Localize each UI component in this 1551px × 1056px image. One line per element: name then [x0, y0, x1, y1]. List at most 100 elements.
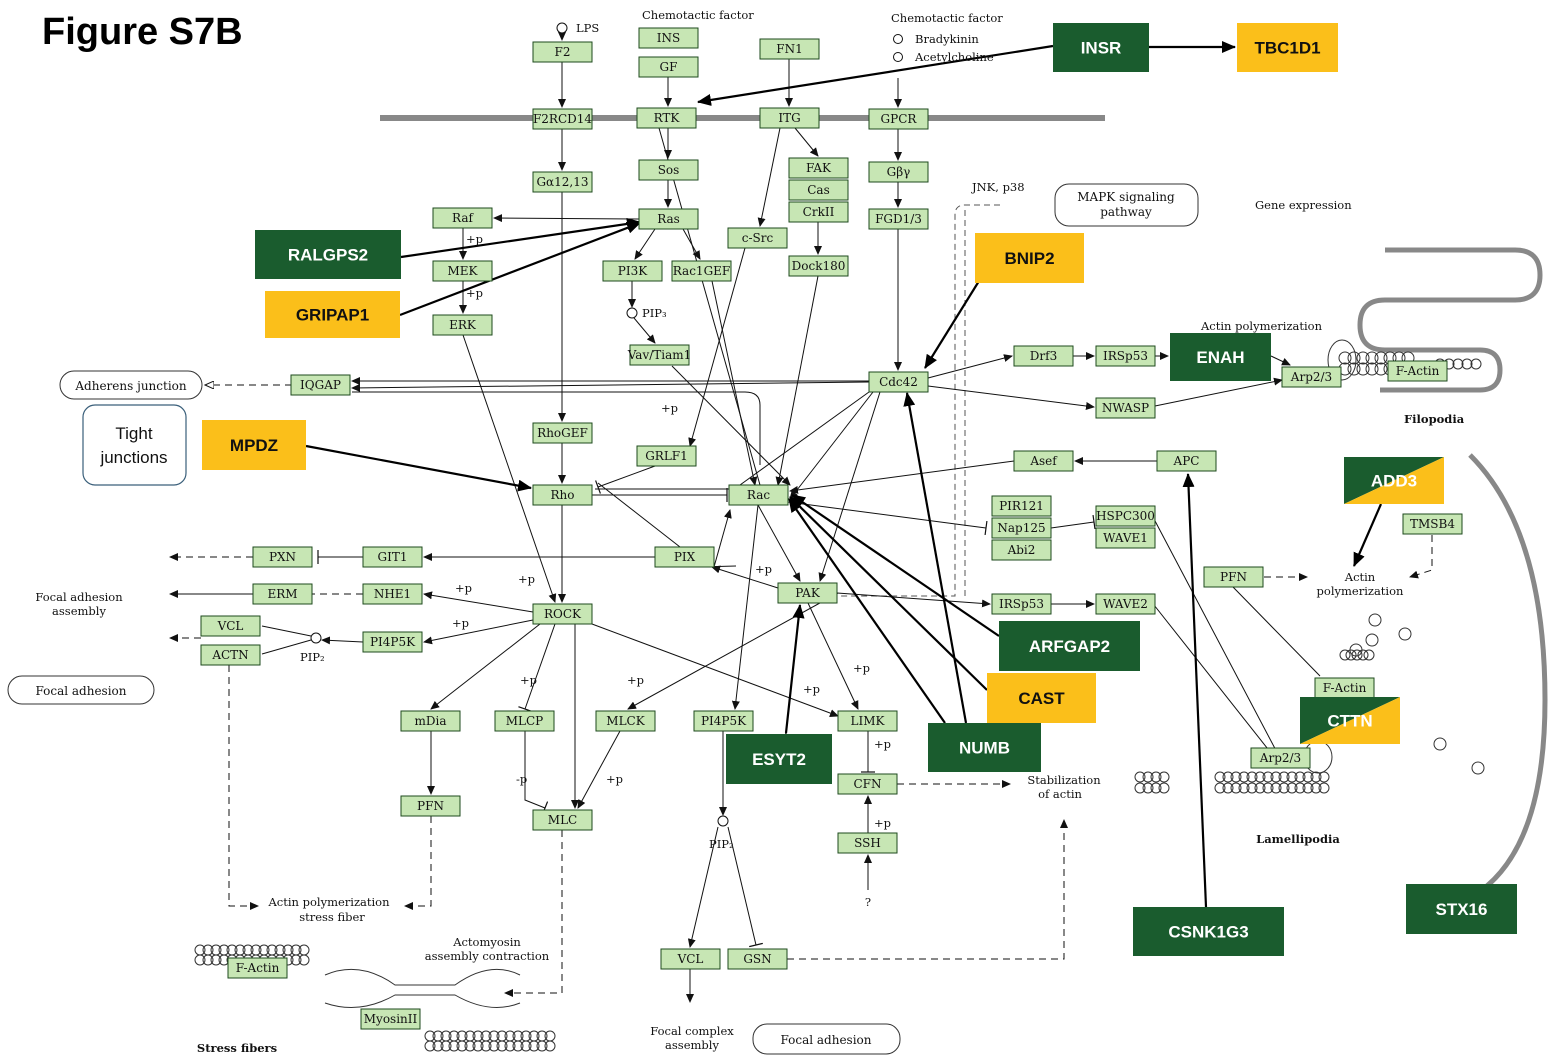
gene-node-sos[interactable]: Sos — [638, 159, 699, 181]
actin-bead — [1461, 358, 1473, 370]
gene-node-rac1gef[interactable]: Rac1GEF — [671, 260, 732, 282]
gene-node-rhogef[interactable]: RhoGEF — [532, 422, 593, 444]
gene-node-vclb[interactable]: VCL — [660, 948, 721, 970]
hit-arrow — [1182, 473, 1208, 908]
gene-node-gpcr[interactable]: GPCR — [868, 108, 929, 130]
gene-node-pir121[interactable]: PIR121 — [991, 495, 1052, 517]
gene-node-factinc[interactable]: F-Actin — [227, 957, 288, 979]
gene-node-gby[interactable]: Gβγ — [868, 161, 929, 183]
hit-gene-esyt2[interactable]: ESYT2 — [726, 734, 832, 784]
gene-node-pix[interactable]: PIX — [654, 546, 715, 568]
gene-node-abi2[interactable]: Abi2 — [991, 539, 1052, 561]
hit-gene-cttn[interactable]: CTTN — [1300, 697, 1400, 744]
gene-node-pi3k[interactable]: PI3K — [602, 260, 663, 282]
gene-node-ssh[interactable]: SSH — [837, 832, 898, 854]
gene-node-rac[interactable]: Rac — [728, 484, 789, 506]
gene-node-myosinii[interactable]: MyosinII — [360, 1008, 421, 1030]
hit-gene-add3[interactable]: ADD3 — [1344, 457, 1444, 504]
gene-node-grlf1[interactable]: GRLF1 — [636, 445, 697, 467]
focal-adhesion-left-box[interactable]: Focal adhesion — [7, 675, 155, 705]
gene-node-drf3[interactable]: Drf3 — [1013, 345, 1074, 367]
pathway-edges — [169, 32, 1433, 1003]
gene-node-ras[interactable]: Ras — [638, 208, 699, 230]
gene-node-cfn[interactable]: CFN — [837, 773, 898, 795]
gene-node-apc[interactable]: APC — [1156, 450, 1217, 472]
hit-arrow — [924, 266, 991, 369]
gene-node-fn1[interactable]: FN1 — [759, 38, 820, 60]
gene-node-factina[interactable]: F-Actin — [1387, 360, 1448, 382]
hit-gene-gripap1[interactable]: GRIPAP1 — [265, 291, 400, 338]
gene-node-raf[interactable]: Raf — [432, 207, 493, 229]
gene-node-rho[interactable]: Rho — [532, 484, 593, 506]
gene-node-mlcp[interactable]: MLCP — [494, 710, 555, 732]
hit-gene-stx16[interactable]: STX16 — [1406, 884, 1517, 934]
hit-gene-numb[interactable]: NUMB — [928, 723, 1041, 772]
gene-node-itg[interactable]: ITG — [759, 107, 820, 129]
gene-node-pxn[interactable]: PXN — [252, 546, 313, 568]
gene-node-fak[interactable]: FAK — [788, 157, 849, 179]
gene-node-mlc[interactable]: MLC — [532, 809, 593, 831]
gene-node-erk[interactable]: ERK — [432, 314, 493, 336]
hit-gene-tbc1d1[interactable]: TBC1D1 — [1237, 23, 1338, 72]
hit-gene-bnip2[interactable]: BNIP2 — [975, 233, 1084, 283]
gene-node-rock[interactable]: ROCK — [532, 603, 593, 625]
hit-gene-arfgap2[interactable]: ARFGAP2 — [999, 621, 1140, 671]
hit-gene-ralgps2[interactable]: RALGPS2 — [255, 230, 401, 279]
gene-node-nwasp[interactable]: NWASP — [1095, 397, 1156, 419]
gene-node-irsp53a[interactable]: IRSp53 — [1095, 345, 1156, 367]
gene-node-cdc42[interactable]: Cdc42 — [868, 371, 929, 393]
svg-text:Tight: Tight — [115, 424, 152, 443]
gene-node-dock180[interactable]: Dock180 — [788, 255, 849, 277]
gene-node-pfna[interactable]: PFN — [1203, 566, 1264, 588]
gene-node-gf[interactable]: GF — [638, 56, 699, 78]
gene-node-nhe1[interactable]: NHE1 — [362, 583, 423, 605]
gene-node-arp23b[interactable]: Arp2/3 — [1250, 747, 1311, 769]
gene-node-actn[interactable]: ACTN — [200, 644, 261, 666]
gene-node-nap125[interactable]: Nap125 — [991, 517, 1052, 539]
gene-node-vavtiam1[interactable]: Vav/Tiam1 — [627, 344, 692, 366]
gene-node-arp23a[interactable]: Arp2/3 — [1281, 366, 1342, 388]
gene-node-crkii[interactable]: CrkII — [788, 201, 849, 223]
gene-node-f2[interactable]: F2 — [532, 41, 593, 63]
pathway-edge — [711, 565, 779, 589]
hit-gene-mpdz[interactable]: MPDZ — [202, 420, 306, 470]
gene-node-pi4p5kb[interactable]: PI4P5K — [693, 710, 754, 732]
hit-gene-csnk1g3[interactable]: CSNK1G3 — [1133, 907, 1284, 956]
gene-node-mdia[interactable]: mDia — [400, 710, 461, 732]
gene-node-tmsb4[interactable]: TMSB4 — [1402, 513, 1463, 535]
gene-node-cas[interactable]: Cas — [788, 179, 849, 201]
gene-node-limk[interactable]: LIMK — [837, 710, 898, 732]
gene-node-irsp53b[interactable]: IRSp53 — [991, 593, 1052, 615]
gene-node-fgd13[interactable]: FGD1/3 — [868, 208, 929, 230]
gene-node-mek[interactable]: MEK — [432, 260, 493, 282]
gene-node-ins[interactable]: INS — [638, 27, 699, 49]
gene-node-git1[interactable]: GIT1 — [362, 546, 423, 568]
gene-node-vcla[interactable]: VCL — [200, 615, 261, 637]
gene-node-erm[interactable]: ERM — [252, 583, 313, 605]
gene-node-f2rcd14[interactable]: F2RCD14 — [532, 108, 593, 130]
gene-node-asef[interactable]: Asef — [1013, 450, 1074, 472]
svg-text:F2RCD14: F2RCD14 — [533, 112, 592, 126]
gene-node-pfnb[interactable]: PFN — [400, 795, 461, 817]
mapk-pathway-box[interactable]: MAPK signaling pathway — [1054, 183, 1199, 227]
gene-node-pak[interactable]: PAK — [777, 582, 838, 604]
hit-gene-cast[interactable]: CAST — [987, 673, 1096, 723]
gene-node-rtk[interactable]: RTK — [636, 107, 697, 129]
hit-gene-insr[interactable]: INSR — [1053, 23, 1149, 72]
focal-adhesion-bottom-box[interactable]: Focal adhesion — [752, 1023, 901, 1055]
gene-node-gsn[interactable]: GSN — [727, 948, 788, 970]
gene-node-wave2[interactable]: WAVE2 — [1095, 593, 1156, 615]
gene-node-factinb[interactable]: F-Actin — [1314, 677, 1375, 699]
gene-node-iqgap[interactable]: IQGAP — [290, 374, 351, 396]
focal-complex-label-2: assembly — [665, 1038, 719, 1052]
gene-node-csrc[interactable]: c-Src — [727, 227, 788, 249]
tight-junctions-box[interactable]: Tight junctions — [82, 404, 187, 486]
svg-text:Sos: Sos — [658, 163, 680, 177]
gene-node-pi4p5ka[interactable]: PI4P5K — [362, 631, 423, 653]
adherens-junction-box[interactable]: Adherens junction — [59, 370, 203, 400]
gene-node-wave1[interactable]: WAVE1 — [1095, 527, 1156, 549]
gene-node-hspc300[interactable]: HSPC300 — [1095, 505, 1156, 527]
hit-gene-enah[interactable]: ENAH — [1170, 333, 1271, 381]
gene-node-ga1213[interactable]: Gα12,13 — [532, 171, 593, 193]
gene-node-mlck[interactable]: MLCK — [595, 710, 656, 732]
